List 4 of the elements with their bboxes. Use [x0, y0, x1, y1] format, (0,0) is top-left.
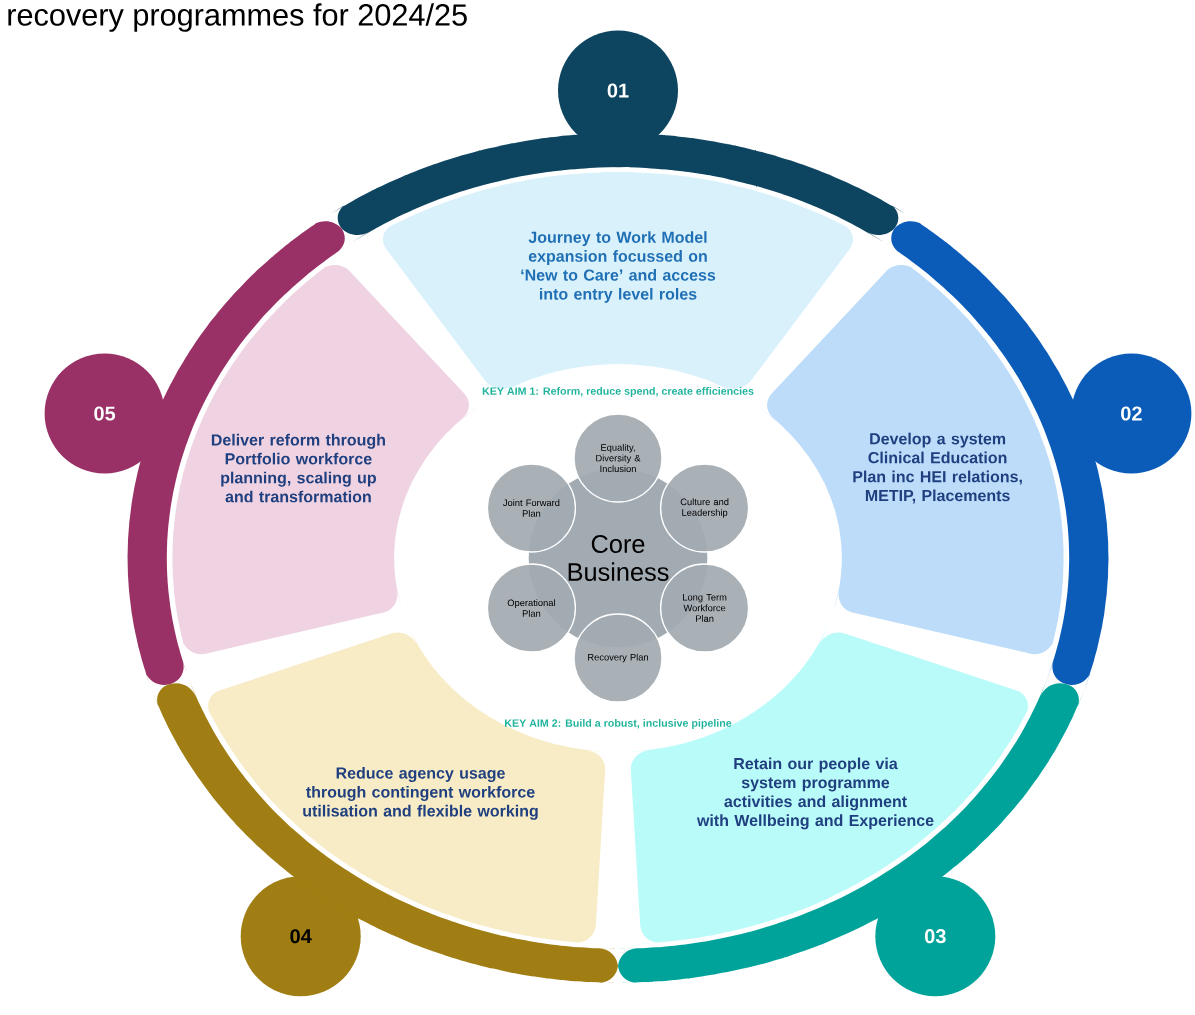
- node-label: 01: [607, 83, 629, 98]
- node-label: 05: [94, 406, 116, 421]
- title: recovery programmes for 2024/25: [8, 3, 467, 32]
- node-label: 02: [1121, 406, 1142, 421]
